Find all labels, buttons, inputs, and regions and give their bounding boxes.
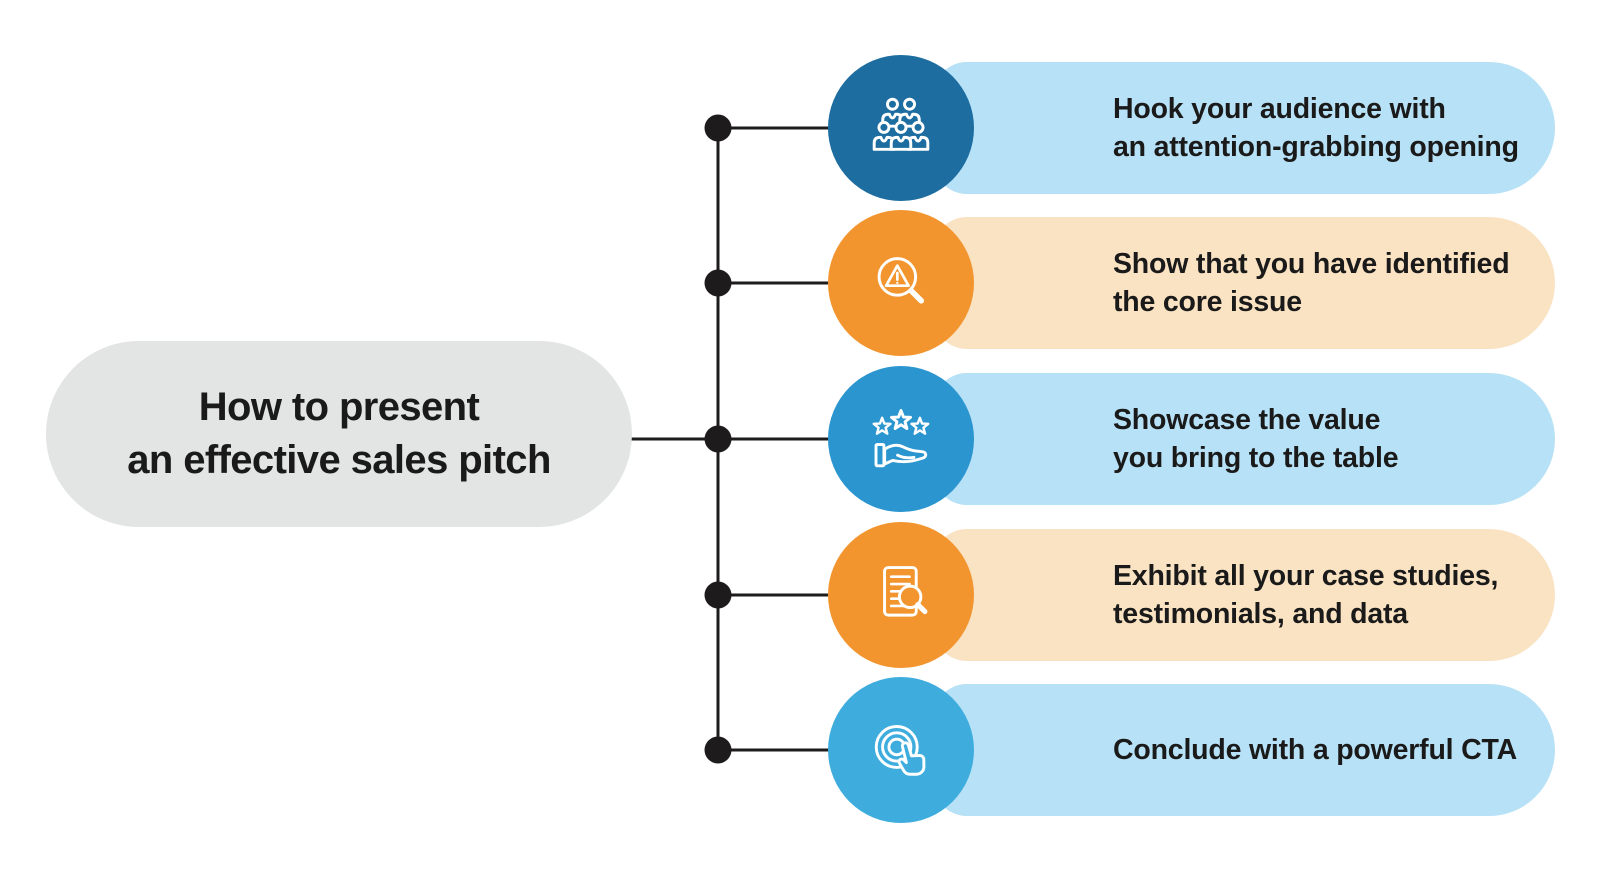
step-4-line-2: testimonials, and data (1113, 598, 1408, 630)
step-pill-5: Conclude with a powerful CTA (933, 684, 1555, 816)
title-line-2: an effective sales pitch (127, 438, 551, 482)
connector-node-4 (704, 581, 732, 609)
step-circle-5 (828, 677, 974, 823)
step-circle-3 (828, 366, 974, 512)
step-circle-2 (828, 210, 974, 356)
connector-node-3 (704, 425, 732, 453)
step-pill-2: Show that you have identified the core i… (933, 217, 1555, 349)
step-1-line-2: an attention-grabbing opening (1113, 131, 1519, 163)
step-text-5: Conclude with a powerful CTA (1113, 731, 1517, 769)
title-pill: How to present an effective sales pitch (46, 341, 632, 527)
step-pill-1: Hook your audience with an attention-gra… (933, 62, 1555, 194)
step-3-line-2: you bring to the table (1113, 442, 1399, 474)
step-text-2: Show that you have identified the core i… (1113, 245, 1510, 321)
connector-node-1 (704, 114, 732, 142)
step-row-5: Conclude with a powerful CTA (828, 677, 1558, 823)
step-circle-1 (828, 55, 974, 201)
step-5-line-1: Conclude with a powerful CTA (1113, 733, 1517, 766)
target-click-icon (874, 725, 926, 776)
step-text-1: Hook your audience with an attention-gra… (1113, 90, 1519, 166)
magnifier-warning-icon (877, 257, 925, 304)
step-3-line-1: Showcase the value (1113, 403, 1381, 436)
step-circle-4 (828, 522, 974, 668)
connector-node-5 (704, 736, 732, 764)
step-pill-3: Showcase the value you bring to the tabl… (933, 373, 1555, 505)
step-row-2: Show that you have identified the core i… (828, 210, 1558, 356)
title-line-1: How to present (198, 384, 480, 429)
step-row-4: Exhibit all your case studies, testimoni… (828, 522, 1558, 668)
step-1-line-1: Hook your audience with (1113, 92, 1446, 125)
step-2-line-1: Show that you have identified (1113, 247, 1510, 280)
step-row-3: Showcase the value you bring to the tabl… (828, 366, 1558, 512)
step-pill-4: Exhibit all your case studies, testimoni… (933, 529, 1555, 661)
step-2-line-2: the core issue (1113, 286, 1302, 318)
step-text-3: Showcase the value you bring to the tabl… (1113, 401, 1399, 477)
connector-node-2 (704, 269, 732, 297)
audience-icon (872, 97, 930, 151)
step-text-4: Exhibit all your case studies, testimoni… (1113, 557, 1498, 633)
hand-stars-icon (862, 409, 940, 468)
step-4-line-1: Exhibit all your case studies, (1113, 559, 1499, 592)
step-row-1: Hook your audience with an attention-gra… (828, 55, 1558, 201)
document-search-icon (883, 566, 928, 617)
